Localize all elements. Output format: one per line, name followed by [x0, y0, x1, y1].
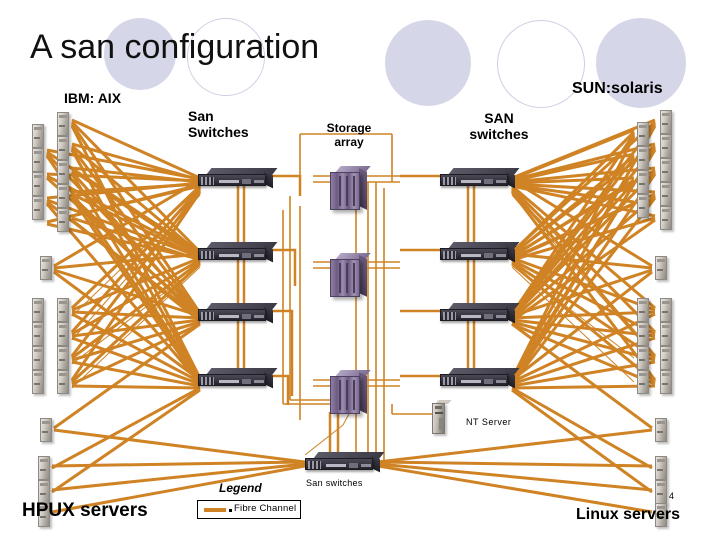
nt-server-tower	[432, 400, 452, 434]
server-tower	[57, 322, 69, 346]
decor-circle-4	[497, 20, 585, 108]
legend-swatch-fibre-channel	[204, 508, 226, 512]
server-tower	[660, 206, 672, 230]
server-tower	[40, 418, 52, 442]
server-tower	[32, 124, 44, 148]
label-san-switches-right: SAN switches	[469, 110, 529, 143]
server-tower	[57, 136, 69, 160]
server-tower	[655, 418, 667, 442]
san-switch	[440, 242, 520, 263]
server-tower	[57, 298, 69, 322]
server-tower	[32, 322, 44, 346]
server-tower	[57, 184, 69, 208]
legend-box	[197, 500, 301, 519]
server-tower	[655, 503, 667, 527]
san-switch	[440, 303, 520, 324]
server-tower	[655, 256, 667, 280]
server-tower	[57, 208, 69, 232]
san-switch	[440, 168, 520, 189]
storage-cabinet	[330, 166, 371, 212]
label-sun-solaris: SUN:solaris	[572, 80, 663, 97]
server-tower	[637, 370, 649, 394]
label-nt-server: NT Server	[466, 417, 512, 427]
page-title: A san configuration	[30, 28, 320, 66]
slide-page-number: 4	[669, 491, 675, 501]
label-san-switches-bottom: San switches	[306, 478, 363, 488]
server-tower	[655, 480, 667, 504]
server-tower	[38, 456, 50, 480]
server-tower	[637, 194, 649, 218]
server-tower	[32, 196, 44, 220]
server-tower	[57, 112, 69, 136]
san-switch	[440, 368, 520, 389]
decor-circle-1	[104, 18, 176, 90]
server-tower	[660, 346, 672, 370]
server-tower	[637, 146, 649, 170]
decor-circle-5	[596, 18, 686, 108]
storage-cabinet	[330, 370, 371, 416]
server-tower	[637, 122, 649, 146]
server-tower	[32, 148, 44, 172]
legend-entry-label: Fibre Channel	[234, 503, 297, 514]
label-san-switches-left: San Switches	[188, 108, 249, 141]
server-tower	[32, 298, 44, 322]
label-hpux-servers: HPUX servers	[22, 500, 148, 521]
server-tower	[637, 170, 649, 194]
server-tower	[637, 346, 649, 370]
server-tower	[38, 503, 50, 527]
server-tower	[57, 370, 69, 394]
server-tower	[660, 322, 672, 346]
legend-bullet-icon	[229, 509, 232, 512]
storage-cabinet	[330, 253, 371, 299]
server-tower	[57, 346, 69, 370]
server-tower	[57, 160, 69, 184]
san-switch	[198, 168, 278, 189]
san-switch	[305, 452, 385, 473]
server-tower	[660, 134, 672, 158]
decor-circle-3	[385, 20, 471, 106]
server-tower	[660, 370, 672, 394]
server-tower	[32, 370, 44, 394]
server-tower	[637, 298, 649, 322]
legend-title: Legend	[219, 481, 262, 495]
label-ibm-aix: IBM: AIX	[64, 90, 122, 106]
server-tower	[655, 456, 667, 480]
server-tower	[32, 346, 44, 370]
server-tower	[660, 110, 672, 134]
san-switch	[198, 368, 278, 389]
label-storage-array: Storage array	[326, 121, 372, 149]
server-tower	[32, 172, 44, 196]
label-linux-servers: Linux servers	[576, 506, 681, 523]
server-tower	[637, 322, 649, 346]
san-switch	[198, 303, 278, 324]
san-switch	[198, 242, 278, 263]
decor-circle-2	[187, 18, 265, 96]
server-tower	[660, 182, 672, 206]
server-tower	[660, 298, 672, 322]
server-tower	[660, 158, 672, 182]
server-tower	[40, 256, 52, 280]
